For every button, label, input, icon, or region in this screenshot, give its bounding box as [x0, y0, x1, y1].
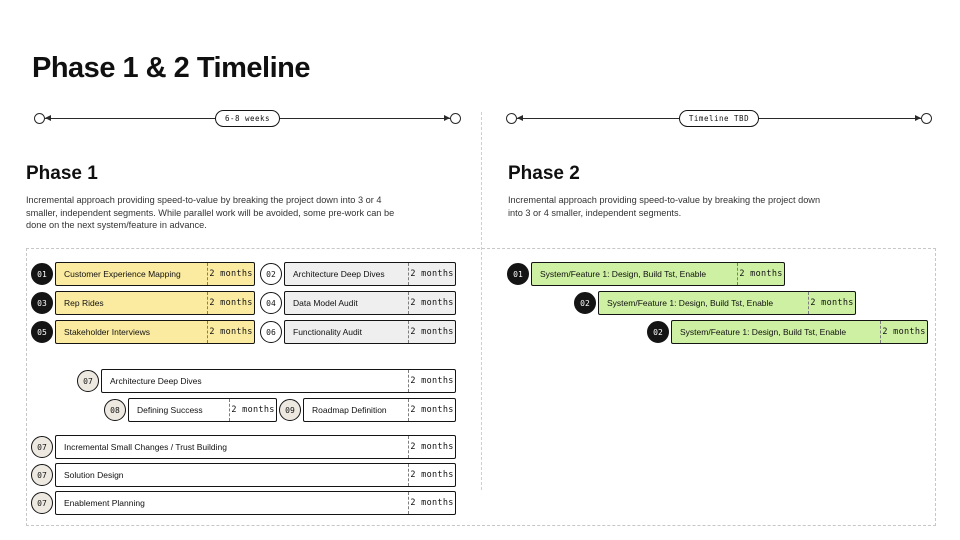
task-number-badge: 08	[104, 399, 126, 421]
task-bar: Enablement Planning 2 months	[55, 491, 456, 515]
task-bar: Functionality Audit 2 months	[284, 320, 456, 344]
task-label: Defining Success	[137, 405, 203, 415]
task-row: 03 Rep Rides 2 months	[31, 291, 255, 315]
task-bar: Solution Design 2 months	[55, 463, 456, 487]
task-bar: Incremental Small Changes / Trust Buildi…	[55, 435, 456, 459]
task-bar: Defining Success 2 months	[128, 398, 277, 422]
task-row: 02 System/Feature 1: Design, Build Tst, …	[647, 320, 928, 344]
task-label: System/Feature 1: Design, Build Tst, Ena…	[540, 269, 707, 279]
task-label: Solution Design	[64, 470, 124, 480]
task-bar: System/Feature 1: Design, Build Tst, Ena…	[531, 262, 785, 286]
task-row: 01 System/Feature 1: Design, Build Tst, …	[507, 262, 785, 286]
arrow-endpoint-circle	[921, 112, 932, 124]
arrow-line	[517, 114, 679, 121]
task-number-badge: 02	[260, 263, 282, 285]
page-title: Phase 1 & 2 Timeline	[32, 52, 311, 84]
arrow-line	[45, 114, 215, 121]
arrow-endpoint-circle	[506, 112, 517, 124]
task-duration: 2 months	[408, 370, 455, 392]
duration-pill: 6-8 weeks	[214, 109, 281, 127]
task-bar: Customer Experience Mapping 2 months	[55, 262, 255, 286]
phase-1-duration-arrow: 6-8 weeks	[34, 107, 462, 129]
task-row: 07 Incremental Small Changes / Trust Bui…	[31, 435, 456, 459]
task-row: 04 Data Model Audit 2 months	[260, 291, 456, 315]
task-row: 07 Architecture Deep Dives 2 months	[77, 369, 456, 393]
arrow-line	[280, 114, 451, 121]
task-row: 07 Enablement Planning 2 months	[31, 491, 456, 515]
task-number-badge: 03	[31, 292, 53, 314]
task-number-badge: 07	[31, 436, 53, 458]
arrow-endpoint-circle	[34, 112, 45, 124]
task-number-badge: 06	[260, 321, 282, 343]
task-row: 05 Stakeholder Interviews 2 months	[31, 320, 255, 344]
task-label: Rep Rides	[64, 298, 104, 308]
task-label: Enablement Planning	[64, 498, 145, 508]
duration-pill: Timeline TBD	[678, 109, 760, 127]
task-bar: Stakeholder Interviews 2 months	[55, 320, 255, 344]
task-label: Architecture Deep Dives	[293, 269, 385, 279]
task-label: Functionality Audit	[293, 327, 362, 337]
phase2-heading: Phase 2	[508, 163, 580, 184]
task-duration: 2 months	[408, 263, 455, 285]
task-number-badge: 01	[507, 263, 529, 285]
task-duration: 2 months	[880, 321, 927, 343]
arrow-endpoint-circle	[450, 112, 462, 124]
task-duration: 2 months	[229, 399, 276, 421]
task-duration: 2 months	[408, 292, 455, 314]
task-row: 02 Architecture Deep Dives 2 months	[260, 262, 456, 286]
task-bar: System/Feature 1: Design, Build Tst, Ena…	[598, 291, 856, 315]
task-label: System/Feature 1: Design, Build Tst, Ena…	[607, 298, 774, 308]
task-label: Incremental Small Changes / Trust Buildi…	[64, 442, 227, 452]
task-duration: 2 months	[408, 492, 455, 514]
task-bar: Data Model Audit 2 months	[284, 291, 456, 315]
task-duration: 2 months	[808, 292, 855, 314]
task-duration: 2 months	[408, 436, 455, 458]
duration-pill-label: 6-8 weeks	[224, 113, 271, 123]
task-row: 01 Customer Experience Mapping 2 months	[31, 262, 255, 286]
task-number-badge: 07	[31, 492, 53, 514]
task-row: 02 System/Feature 1: Design, Build Tst, …	[574, 291, 856, 315]
task-number-badge: 02	[574, 292, 596, 314]
task-label: Roadmap Definition	[312, 405, 387, 415]
phase2-description: Incremental approach providing speed-to-…	[508, 195, 821, 218]
task-number-badge: 07	[31, 464, 53, 486]
task-bar: System/Feature 1: Design, Build Tst, Ena…	[671, 320, 928, 344]
task-row: 08 Defining Success 2 months	[104, 398, 277, 422]
task-number-badge: 09	[279, 399, 301, 421]
task-row: 09 Roadmap Definition 2 months	[279, 398, 456, 422]
task-label: Data Model Audit	[293, 298, 358, 308]
task-duration: 2 months	[408, 464, 455, 486]
task-label: System/Feature 1: Design, Build Tst, Ena…	[680, 327, 847, 337]
task-bar: Architecture Deep Dives 2 months	[101, 369, 456, 393]
task-duration: 2 months	[408, 399, 455, 421]
task-duration: 2 months	[737, 263, 784, 285]
phase-divider	[481, 112, 482, 490]
task-duration: 2 months	[408, 321, 455, 343]
task-bar: Architecture Deep Dives 2 months	[284, 262, 456, 286]
task-label: Stakeholder Interviews	[64, 327, 150, 337]
duration-pill-label: Timeline TBD	[688, 113, 750, 123]
task-number-badge: 04	[260, 292, 282, 314]
task-row: 06 Functionality Audit 2 months	[260, 320, 456, 344]
task-label: Customer Experience Mapping	[64, 269, 181, 279]
task-label: Architecture Deep Dives	[110, 376, 202, 386]
task-number-badge: 02	[647, 321, 669, 343]
phase1-description: Incremental approach providing speed-to-…	[26, 195, 395, 231]
task-duration: 2 months	[207, 292, 254, 314]
task-number-badge: 01	[31, 263, 53, 285]
arrow-line	[759, 114, 921, 121]
task-number-badge: 07	[77, 370, 99, 392]
task-row: 07 Solution Design 2 months	[31, 463, 456, 487]
phase-2-duration-arrow: Timeline TBD	[506, 107, 932, 129]
task-number-badge: 05	[31, 321, 53, 343]
task-duration: 2 months	[207, 263, 254, 285]
phase1-heading: Phase 1	[26, 163, 98, 184]
task-duration: 2 months	[207, 321, 254, 343]
task-bar: Roadmap Definition 2 months	[303, 398, 456, 422]
task-bar: Rep Rides 2 months	[55, 291, 255, 315]
